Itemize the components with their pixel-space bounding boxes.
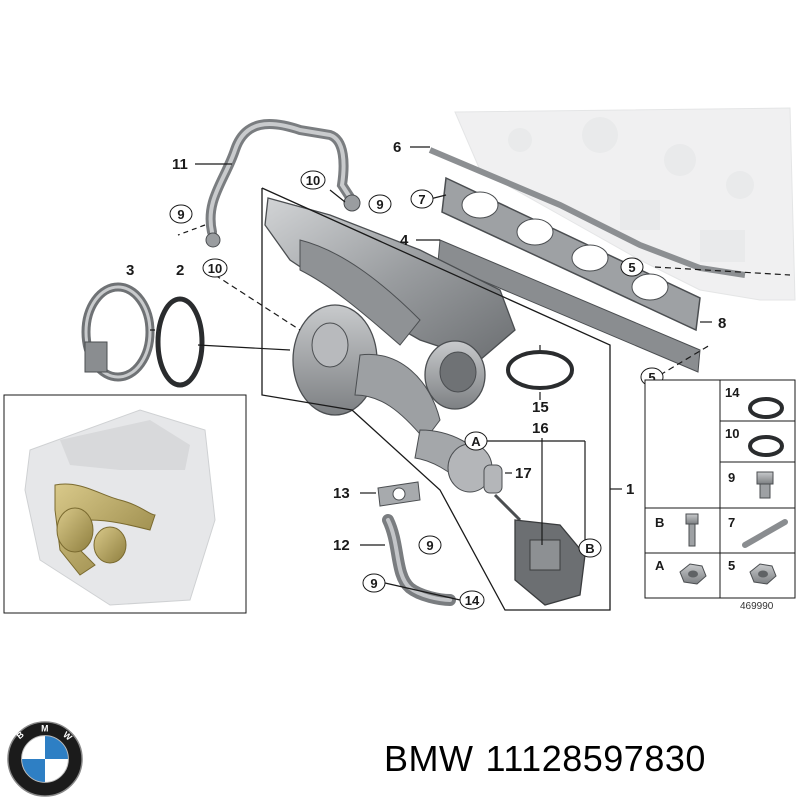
sealing-ring-icon (748, 435, 784, 457)
callout-12: 12 (333, 537, 350, 554)
collar-nut-icon (679, 563, 707, 585)
svg-text:A: A (471, 434, 481, 449)
turbocharger-assembly (264, 197, 516, 493)
callout-2: 2 (176, 262, 184, 279)
callout-14-circle: 14 (459, 590, 485, 610)
part-7-exhaust-gasket (441, 176, 701, 332)
callout-7-circle: 7 (410, 189, 434, 209)
part-16-wastegate-actuator (493, 493, 586, 606)
part-15-sealing-ring (506, 350, 574, 390)
callout-9a-circle: 9 (169, 204, 193, 224)
svg-text:5: 5 (648, 370, 655, 385)
hollow-bolt-icon (756, 471, 774, 499)
callout-A-circle: A (464, 431, 488, 451)
svg-text:M: M (41, 724, 48, 734)
part-number: 11128597830 (485, 738, 706, 779)
screw-icon (685, 513, 699, 547)
svg-text:9: 9 (426, 538, 433, 553)
callout-17: 17 (515, 465, 532, 482)
svg-text:9: 9 (370, 576, 377, 591)
part-3-v-band-clamp (81, 282, 155, 382)
callout-11: 11 (172, 156, 188, 173)
legend-label-5: 5 (728, 558, 735, 573)
legend-label-7: 7 (728, 515, 735, 530)
callout-3: 3 (126, 262, 134, 279)
bmw-logo-icon: B M W (7, 721, 83, 797)
svg-text:5: 5 (628, 260, 635, 275)
callout-16: 16 (532, 420, 549, 437)
part-2-sealing-ring (155, 296, 205, 388)
leader-lines (150, 146, 791, 601)
svg-text:10: 10 (306, 173, 320, 188)
legend-label-B: B (655, 515, 664, 530)
legend-label-14: 14 (725, 385, 740, 400)
svg-text:9: 9 (376, 197, 383, 212)
callout-13: 13 (333, 485, 350, 502)
part-17-sleeve (483, 464, 503, 494)
callout-4: 4 (400, 232, 409, 249)
callout-8: 8 (718, 315, 726, 332)
callout-10a-circle: 10 (300, 170, 326, 190)
callout-6: 6 (393, 139, 401, 156)
legend-label-10: 10 (725, 426, 739, 441)
collar-nut-icon (749, 563, 777, 585)
engine-location-inset (3, 394, 247, 614)
svg-text:B: B (585, 541, 594, 556)
part-4-heat-shield (437, 239, 701, 373)
svg-text:10: 10 (208, 261, 222, 276)
callout-9d-circle: 9 (362, 573, 386, 593)
svg-text:B: B (15, 729, 26, 741)
legend-label-A: A (655, 558, 665, 573)
svg-text:14: 14 (465, 593, 480, 608)
assembly-1-outline (261, 187, 611, 611)
legend-label-9: 9 (728, 470, 735, 485)
callout-B-circle: B (578, 538, 602, 558)
sealing-ring-icon (748, 397, 784, 419)
callout-9c-circle: 9 (418, 535, 442, 555)
part-13-gasket (377, 481, 421, 507)
engine-block-background (454, 107, 796, 301)
svg-text:9: 9 (177, 207, 184, 222)
diagram-reference-number: 469990 (740, 601, 774, 612)
callout-9b-circle: 9 (368, 194, 392, 214)
svg-text:7: 7 (418, 192, 425, 207)
callout-1: 1 (626, 481, 634, 498)
callout-10b-circle: 10 (202, 258, 228, 278)
callout-15: 15 (532, 399, 549, 416)
brand-name: BMW (384, 738, 474, 779)
stud-icon (742, 519, 788, 548)
callout-5a-circle: 5 (620, 257, 644, 277)
part-caption: BMW 11128597830 (384, 738, 718, 780)
fastener-legend: 14 10 9 B 7 A 5 (644, 379, 796, 599)
